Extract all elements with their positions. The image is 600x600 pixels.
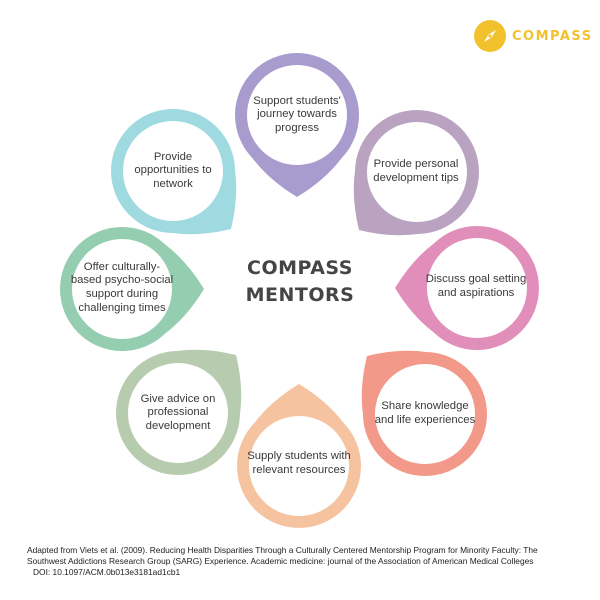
petal-label-journey: Support students' journey towards progre… [253,94,341,134]
petal-label-personal-development: Provide personal development tips [373,158,459,184]
petal-goal-setting [395,226,539,350]
petal-resources [237,384,361,528]
petal-inner-circle-network [123,121,223,221]
petal-inner-circle-resources [249,416,349,516]
petal-inner-circle-personal-development [367,122,467,222]
petal-inner-circle-share-knowledge [375,364,475,464]
citation-line-1: Adapted from Viets et al. (2009). Reduci… [27,545,538,555]
citation-line-3: DOI: 10.1097/ACM.0b013e3181ad1cb1 [33,567,181,577]
petal-personal-development [353,110,479,236]
petal-psycho-social-support [60,227,204,352]
petal-network [111,109,237,235]
center-title-line-1: COMPASS [247,257,353,279]
petal-label-professional-development: Give advice on professional development [140,392,216,432]
petal-inner-circle-professional-development [128,363,228,463]
petal-label-psycho-social-support: Offer culturally-based psycho-social sup… [70,260,174,314]
petal-inner-circle-journey [247,65,347,165]
petal-label-share-knowledge: Share knowledge and life experiences [374,400,476,426]
petal-label-resources: Supply students with relevant resources [247,450,351,476]
compass-logo: COMPASS [474,20,593,52]
petal-label-network: Provide opportunities to network [134,150,212,190]
citation-line-2: Southwest Addictions Research Group (SAR… [27,556,534,566]
petal-inner-circle-psycho-social-support [72,239,172,339]
center-title-line-2: MENTORS [245,284,355,306]
petal-share-knowledge [361,350,487,476]
petal-inner-circle-goal-setting [427,238,527,338]
citation: Adapted from Viets et al. (2009). Reduci… [27,545,587,578]
compass-icon [474,20,506,52]
petal-journey [235,53,359,197]
petal-professional-development [116,349,242,475]
logo-text: COMPASS [512,28,593,44]
center-title: COMPASS MENTORS [220,255,380,309]
petal-label-goal-setting: Discuss goal setting and aspirations [425,273,527,299]
